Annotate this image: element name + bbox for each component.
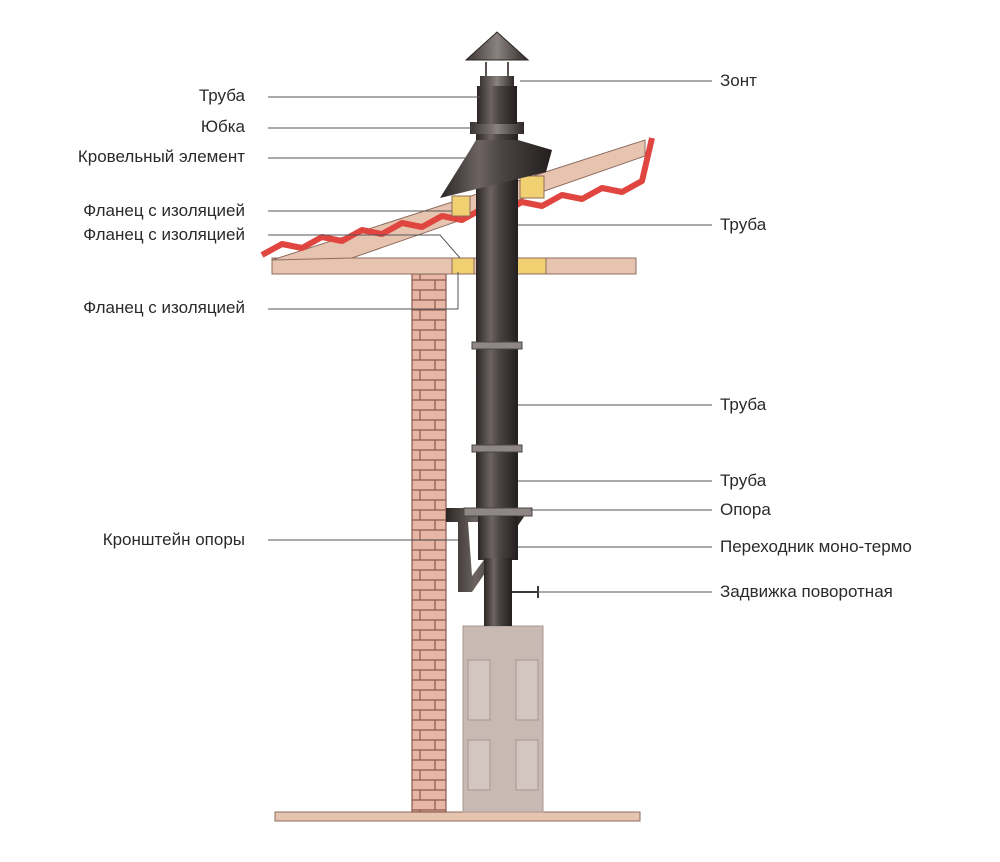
label-truba-top: Труба	[198, 86, 245, 105]
flange-ceiling	[451, 257, 475, 275]
label-truba-1: Труба	[720, 215, 767, 234]
pipe-top	[477, 86, 517, 124]
label-truba-3: Труба	[720, 471, 767, 490]
floor-slab	[274, 811, 641, 822]
adapter-mono-thermo	[478, 516, 518, 560]
label-opora: Опора	[720, 500, 771, 519]
leader-lines	[268, 80, 712, 593]
skirt	[470, 122, 524, 134]
flange-roof-right	[519, 175, 545, 199]
label-perehodnik: Переходник моно-термо	[720, 537, 912, 556]
roof-element-cone	[440, 140, 552, 198]
brick-wall	[411, 273, 447, 813]
main-pipe	[476, 128, 518, 528]
umbrella-cap	[464, 31, 530, 86]
flange-roof	[451, 195, 471, 217]
label-truba-2: Труба	[720, 395, 767, 414]
stove	[462, 625, 544, 813]
label-flanec-3: Фланец с изоляцией	[83, 298, 245, 317]
label-flanec-2: Фланец с изоляцией	[83, 225, 245, 244]
label-zont: Зонт	[720, 71, 757, 90]
flange-ceiling-right	[515, 257, 547, 275]
pipe-clamp-2	[471, 444, 523, 453]
label-yubka: Юбка	[200, 117, 245, 136]
label-flanec-1: Фланец с изоляцией	[83, 201, 245, 220]
label-zadvizhka: Задвижка поворотная	[720, 582, 893, 601]
label-krovelny-element: Кровельный элемент	[77, 147, 245, 166]
label-kronshtein-opory: Кронштейн опоры	[102, 530, 245, 549]
lower-pipe	[484, 558, 512, 626]
pipe-clamp-1	[471, 341, 523, 350]
